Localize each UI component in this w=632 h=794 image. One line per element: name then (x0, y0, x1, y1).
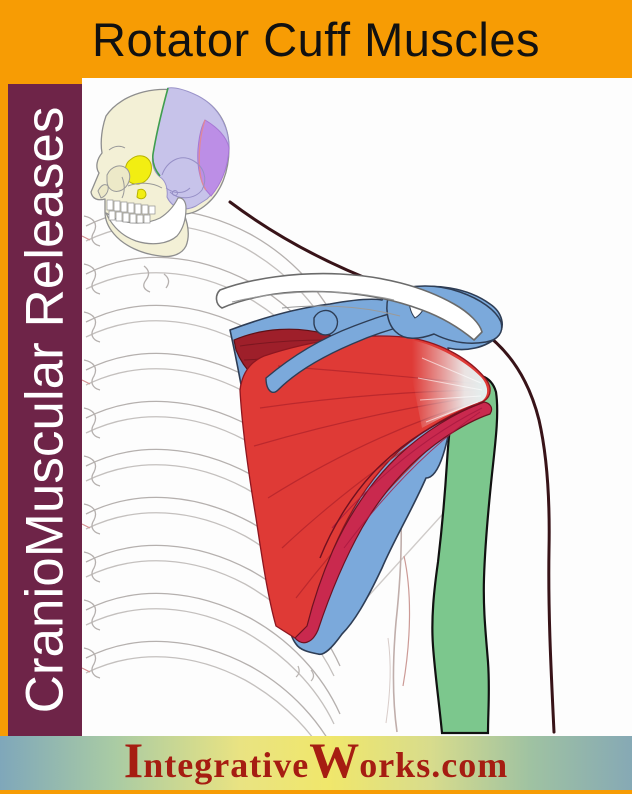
humerus-bone (431, 373, 499, 735)
brand-part-works: orks.com (359, 744, 509, 785)
vertebrae-spinous-processes (83, 215, 170, 679)
serratus-line-2 (385, 637, 391, 724)
sidebar-banner: CranioMuscular Releases (8, 84, 82, 736)
skull-nasal-aperture (97, 184, 109, 199)
shoulder-anatomy-illustration (82, 87, 556, 736)
skull-teeth (106, 199, 156, 224)
illustration-area (82, 78, 632, 736)
teres-fibers (331, 407, 483, 549)
serratus-line (402, 555, 411, 687)
ear-canal (172, 190, 178, 196)
clavicle-detail-lines (231, 291, 401, 317)
skull-coronal-suture (152, 87, 169, 177)
sidebar-label: CranioMuscular Releases (15, 106, 75, 714)
skull-occipital (197, 119, 230, 197)
skull-temporal-detail (161, 157, 206, 199)
tendon-streaks (417, 357, 483, 423)
armpit-fragments (295, 665, 315, 682)
coracoid-process (313, 309, 339, 336)
brand-initial-w: W (309, 731, 360, 788)
skull-illustration (90, 87, 230, 258)
rotator-cuff-tendon (412, 340, 488, 428)
skull-zygomatic-line (108, 145, 163, 199)
scapular-spine-band (265, 311, 405, 394)
vertebrae-red-ticks (82, 235, 91, 673)
clavicle-shape (215, 272, 483, 341)
page-title: Rotator Cuff Muscles (92, 12, 540, 66)
skull-sphenoid (124, 155, 152, 200)
infraspinatus-fibers (253, 365, 483, 599)
clavicle-bone (215, 272, 483, 341)
brand-initial-i: I (123, 731, 144, 788)
teres-shape (294, 401, 493, 644)
muscle-seam-line (319, 401, 485, 559)
brand-part-integrative: ntegrative (143, 744, 310, 785)
teres-muscle-band (294, 401, 493, 644)
footer-bar: IntegrativeWorks.com (0, 733, 632, 790)
brand-text: IntegrativeWorks.com (124, 733, 508, 794)
title-bar: Rotator Cuff Muscles (0, 0, 632, 78)
